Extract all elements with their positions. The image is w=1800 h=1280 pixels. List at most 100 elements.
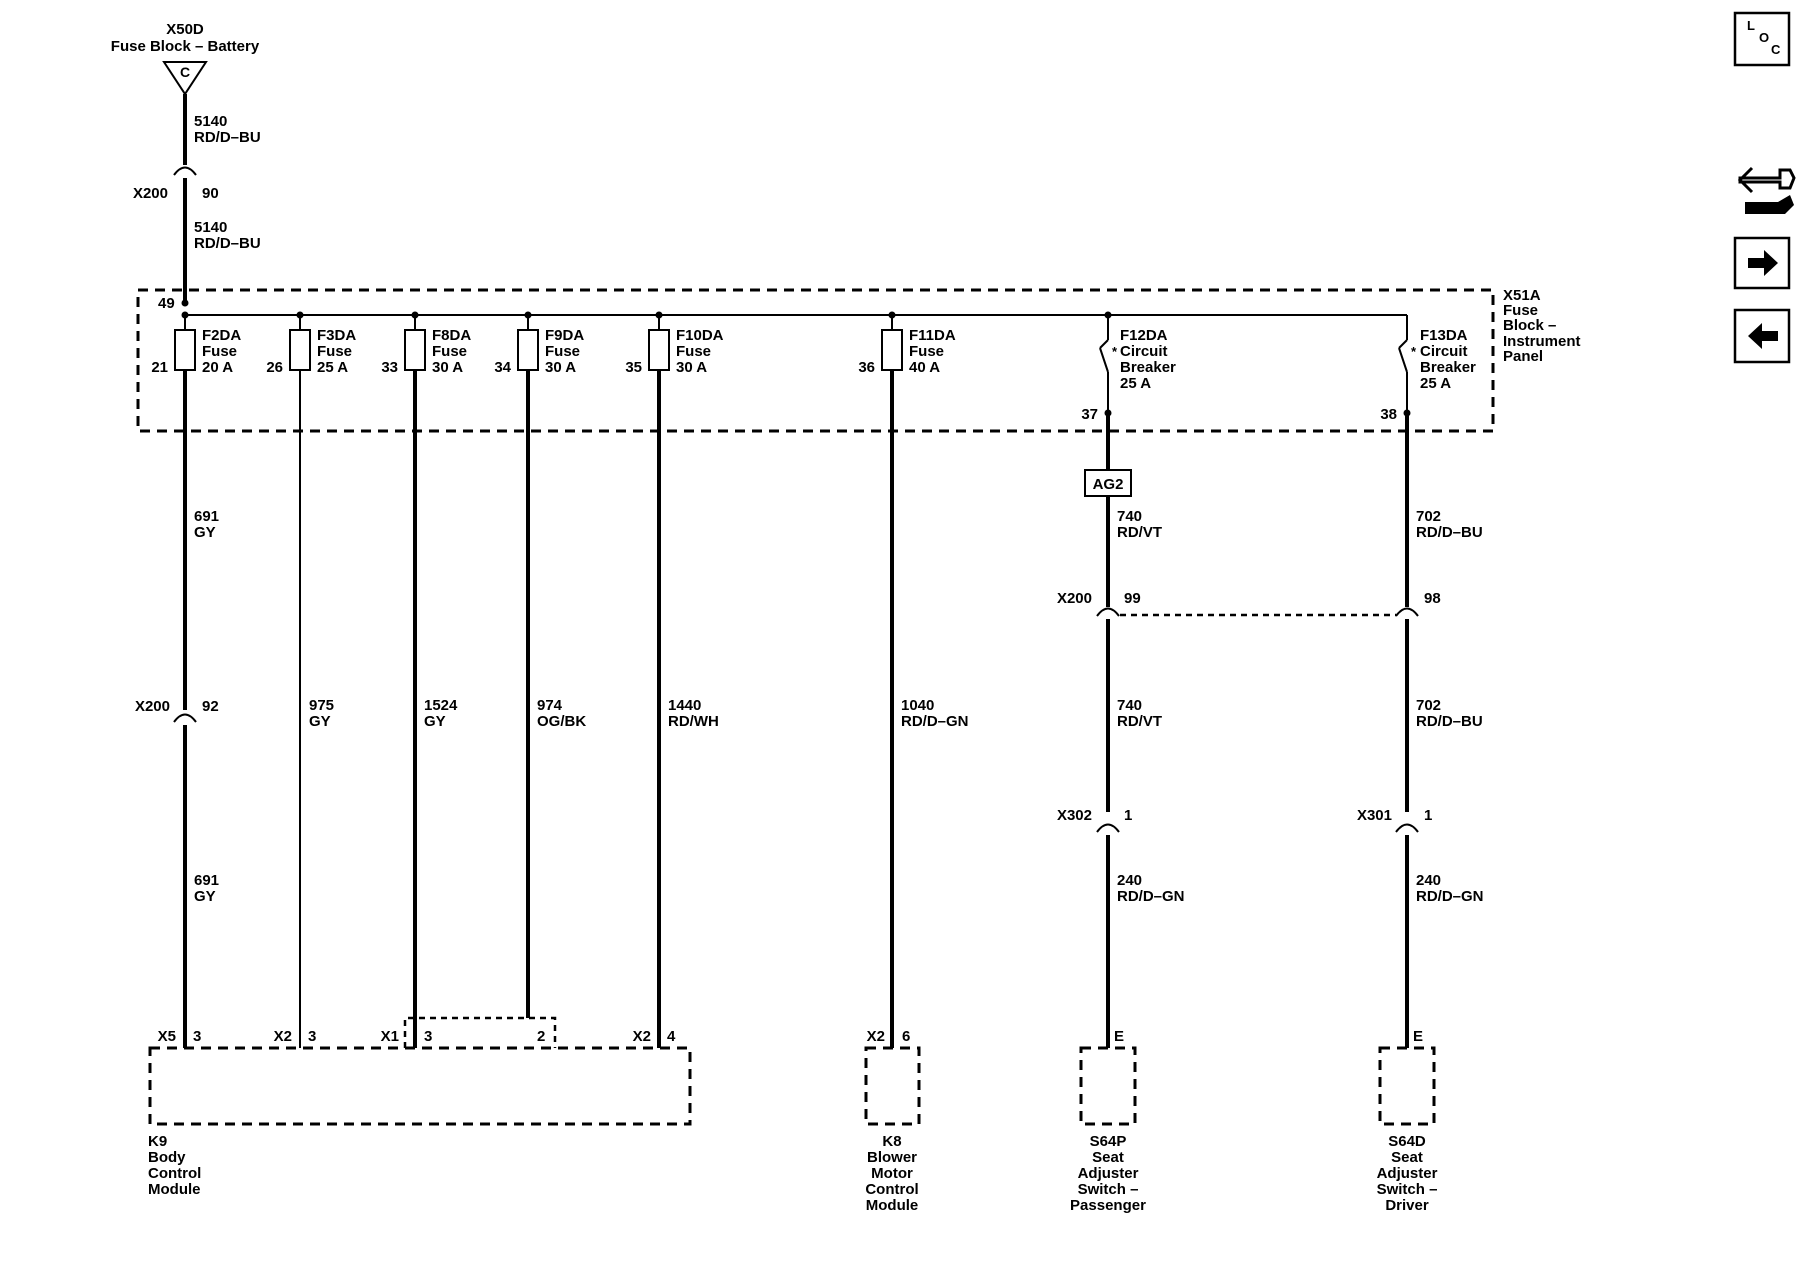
k9-label-3: Control bbox=[148, 1165, 201, 1182]
k9-pin-x2-3-pin: 3 bbox=[308, 1028, 316, 1045]
wire-1524-color: GY bbox=[424, 713, 446, 730]
wire-1040-color: RD/D–GN bbox=[901, 713, 969, 730]
k8-label-2: Blower bbox=[867, 1149, 917, 1166]
wire-691-lower-circuit: 691 bbox=[194, 872, 219, 889]
wire-240-driver-circuit: 240 bbox=[1416, 872, 1441, 889]
breaker-f12da-pin: 37 bbox=[1081, 406, 1098, 423]
fuse-block-x51a-desc-3: Instrument bbox=[1503, 333, 1581, 350]
wire-5140-upper-circuit: 5140 bbox=[194, 113, 227, 130]
fuse-f11da-element bbox=[881, 329, 903, 371]
fuse-f3da-rating: 25 A bbox=[317, 359, 348, 376]
fuse-block-x51a-desc-2: Block – bbox=[1503, 317, 1556, 334]
fuse-f3da-id: F3DA bbox=[317, 327, 356, 344]
fuse-f3da-type: Fuse bbox=[317, 343, 352, 360]
connector-x200-98-pin: 98 bbox=[1424, 590, 1441, 607]
k8-label-4: Control bbox=[865, 1181, 918, 1198]
fuse-f3da-element bbox=[289, 329, 311, 371]
fuse-f3da: F3DA Fuse 25 A 26 bbox=[266, 315, 356, 376]
battery-fuse-block-desc: Fuse Block – Battery bbox=[111, 38, 260, 55]
next-page-button[interactable] bbox=[1733, 236, 1791, 290]
wire-740-upper-circuit: 740 bbox=[1117, 508, 1142, 525]
loc-button[interactable]: L O C bbox=[1733, 11, 1791, 67]
breaker-f13da-thermal-mark: * bbox=[1411, 344, 1417, 359]
s64d-label-4: Switch – bbox=[1377, 1181, 1438, 1198]
fuse-f11da-id: F11DA bbox=[909, 327, 956, 344]
fuse-f9da-element bbox=[517, 329, 539, 371]
fuse-f11da-type: Fuse bbox=[909, 343, 944, 360]
breaker-f13da: * F13DA Circuit Breaker 25 A 38 bbox=[1380, 315, 1476, 423]
breaker-f13da-l1: Circuit bbox=[1420, 343, 1468, 360]
k9-pin-x1-conn: X1 bbox=[381, 1028, 399, 1045]
connector-x200-90-pin: 90 bbox=[202, 185, 219, 202]
connector-view-icon[interactable] bbox=[1737, 166, 1796, 214]
s64p-label-1: S64P bbox=[1090, 1133, 1127, 1150]
battery-terminal-triangle bbox=[162, 61, 208, 96]
fuse-f8da: F8DA Fuse 30 A 33 bbox=[381, 315, 471, 376]
wire-974-color: OG/BK bbox=[537, 713, 586, 730]
connector-x200-98-symbol bbox=[1395, 607, 1419, 617]
wire-974-circuit: 974 bbox=[537, 697, 563, 714]
fuse-f9da: F9DA Fuse 30 A 34 bbox=[494, 315, 584, 376]
wire-702-upper-circuit: 702 bbox=[1416, 508, 1441, 525]
connector-x301-1-symbol bbox=[1395, 823, 1419, 833]
fuse-f3da-pin: 26 bbox=[266, 359, 283, 376]
module-k8-body bbox=[864, 1046, 921, 1126]
breaker-f13da-pin: 38 bbox=[1380, 406, 1397, 423]
connector-x302-1-name: X302 bbox=[1057, 807, 1092, 824]
previous-page-button[interactable] bbox=[1733, 308, 1791, 364]
wire-1440-color: RD/WH bbox=[668, 713, 719, 730]
s64d-label-5: Driver bbox=[1385, 1197, 1429, 1214]
battery-terminal-label: C bbox=[180, 64, 190, 80]
wire-702-upper-color: RD/D–BU bbox=[1416, 524, 1483, 541]
fuse-f8da-id: F8DA bbox=[432, 327, 471, 344]
fuse-f2da-pin: 21 bbox=[151, 359, 168, 376]
s64p-pin: E bbox=[1114, 1028, 1124, 1045]
loc-letter-o: O bbox=[1759, 30, 1769, 45]
k8-pin: 6 bbox=[902, 1028, 910, 1045]
connector-x200-90-name: X200 bbox=[133, 185, 168, 202]
module-k9-x1-connector bbox=[403, 1016, 557, 1048]
arrow-right-icon bbox=[1748, 250, 1778, 276]
connector-x200-92-name: X200 bbox=[135, 698, 170, 715]
wire-740-mid-color: RD/VT bbox=[1117, 713, 1162, 730]
connector-x301-1-pin: 1 bbox=[1424, 807, 1432, 824]
fuse-block-x51a-name: X51A bbox=[1503, 287, 1541, 304]
connector-x301-1-name: X301 bbox=[1357, 807, 1392, 824]
fuse-f10da-pin: 35 bbox=[625, 359, 642, 376]
wire-5140-upper-color: RD/D–BU bbox=[194, 129, 261, 146]
battery-fuse-block-name: X50D bbox=[166, 21, 204, 38]
fuse-block-x51a-desc-4: Panel bbox=[1503, 348, 1543, 365]
k9-label-4: Module bbox=[148, 1181, 201, 1198]
wire-702-mid-color: RD/D–BU bbox=[1416, 713, 1483, 730]
breaker-f13da-rating: 25 A bbox=[1420, 375, 1451, 392]
module-k9-body bbox=[148, 1046, 692, 1126]
s64p-label-4: Switch – bbox=[1078, 1181, 1139, 1198]
breaker-f13da-l2: Breaker bbox=[1420, 359, 1476, 376]
k8-label-3: Motor bbox=[871, 1165, 913, 1182]
fuse-f8da-type: Fuse bbox=[432, 343, 467, 360]
wire-691-upper-color: GY bbox=[194, 524, 216, 541]
connector-x200-92-symbol bbox=[173, 713, 197, 723]
fuse-f9da-rating: 30 A bbox=[545, 359, 576, 376]
k8-label-5: Module bbox=[866, 1197, 919, 1214]
fuse-block-x51a-desc-1: Fuse bbox=[1503, 302, 1538, 319]
wire-1524-circuit: 1524 bbox=[424, 697, 458, 714]
fuse-f10da: F10DA Fuse 30 A 35 bbox=[625, 315, 724, 376]
wire-975-circuit: 975 bbox=[309, 697, 334, 714]
k9-label-2: Body bbox=[148, 1149, 186, 1166]
fuse-f10da-element bbox=[648, 329, 670, 371]
k9-pin-x2-4-pin: 4 bbox=[667, 1028, 676, 1045]
breaker-f12da-rating: 25 A bbox=[1120, 375, 1151, 392]
k9-pin-x2-4-conn: X2 bbox=[633, 1028, 651, 1045]
connector-x200-99-name: X200 bbox=[1057, 590, 1092, 607]
k9-pin-x5-conn: X5 bbox=[158, 1028, 176, 1045]
fuse-f11da-pin: 36 bbox=[858, 359, 875, 376]
k8-label-1: K8 bbox=[882, 1133, 901, 1150]
breaker-f12da-l2: Breaker bbox=[1120, 359, 1176, 376]
loc-letter-l: L bbox=[1747, 18, 1755, 33]
wire-240-driver-color: RD/D–GN bbox=[1416, 888, 1484, 905]
fuse-f8da-rating: 30 A bbox=[432, 359, 463, 376]
wire-1040-circuit: 1040 bbox=[901, 697, 934, 714]
fuse-f10da-rating: 30 A bbox=[676, 359, 707, 376]
k9-label-1: K9 bbox=[148, 1133, 167, 1150]
